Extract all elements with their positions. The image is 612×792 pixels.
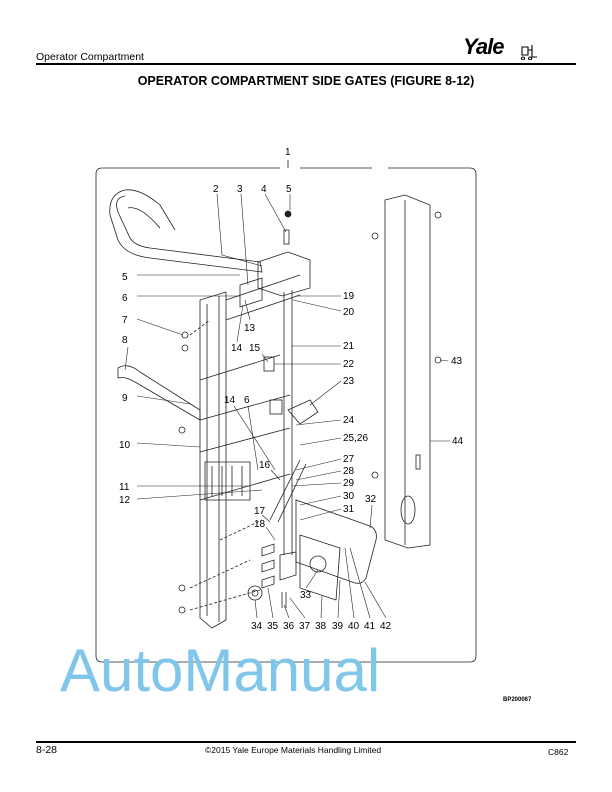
forklift-logo-icon xyxy=(521,45,537,60)
callout-30: 30 xyxy=(343,491,355,502)
callout-5: 5 xyxy=(122,272,128,283)
callout-28: 28 xyxy=(343,466,355,477)
callout-38: 38 xyxy=(315,621,327,632)
callout-11: 11 xyxy=(119,482,130,493)
callout-37: 37 xyxy=(299,621,311,632)
callout-22: 22 xyxy=(343,359,355,370)
callout-43: 43 xyxy=(451,356,463,367)
page-number: 8-28 xyxy=(36,744,58,756)
callout-5: 5 xyxy=(286,184,292,195)
callout-3: 3 xyxy=(237,184,243,195)
callout-20: 20 xyxy=(343,307,355,318)
callout-4: 4 xyxy=(261,184,267,195)
callout-27: 27 xyxy=(343,454,355,465)
callout-9: 9 xyxy=(122,393,128,404)
page-title: OPERATOR COMPARTMENT SIDE GATES (FIGURE … xyxy=(137,74,475,88)
callout-12: 12 xyxy=(119,495,131,506)
callout-19: 19 xyxy=(343,291,355,302)
callout-2: 2 xyxy=(213,184,219,195)
callout-33: 33 xyxy=(300,590,312,601)
callout-8: 8 xyxy=(122,335,128,346)
header-rule xyxy=(36,63,576,65)
callout-14: 14 xyxy=(224,395,236,406)
callout-24: 24 xyxy=(343,415,355,426)
callout-14: 14 xyxy=(231,343,243,354)
copyright: ©2015 Yale Europe Materials Handling Lim… xyxy=(205,745,382,755)
callout-16: 16 xyxy=(259,460,271,471)
callout-18: 18 xyxy=(254,519,266,530)
callout-15: 15 xyxy=(249,343,261,354)
document-code: C862 xyxy=(548,747,569,757)
callout-1: 1 xyxy=(285,147,291,158)
callout-17: 17 xyxy=(254,506,266,517)
callout-21: 21 xyxy=(343,341,355,352)
callout-36: 36 xyxy=(283,621,295,632)
watermark: AutoManual xyxy=(60,637,381,704)
callout-7: 7 xyxy=(122,315,128,326)
callout-25-26: 25,26 xyxy=(343,433,368,444)
callout-13: 13 xyxy=(244,323,256,334)
callout-44: 44 xyxy=(452,436,464,447)
callout-6: 6 xyxy=(244,395,250,406)
callout-39: 39 xyxy=(332,621,344,632)
callout-32: 32 xyxy=(365,494,377,505)
callout-41: 41 xyxy=(364,621,376,632)
callout-40: 40 xyxy=(348,621,360,632)
figure-code: BP200067 xyxy=(503,697,532,703)
callout-35: 35 xyxy=(267,621,279,632)
callout-23: 23 xyxy=(343,376,355,387)
callout-10: 10 xyxy=(119,440,131,451)
callout-42: 42 xyxy=(380,621,392,632)
callout-34: 34 xyxy=(251,621,263,632)
callout-31: 31 xyxy=(343,504,355,515)
section-header: Operator Compartment xyxy=(36,51,144,63)
yale-logo: Yale xyxy=(463,34,504,59)
footer-rule xyxy=(36,741,576,743)
callout-6: 6 xyxy=(122,293,128,304)
callout-29: 29 xyxy=(343,478,355,489)
